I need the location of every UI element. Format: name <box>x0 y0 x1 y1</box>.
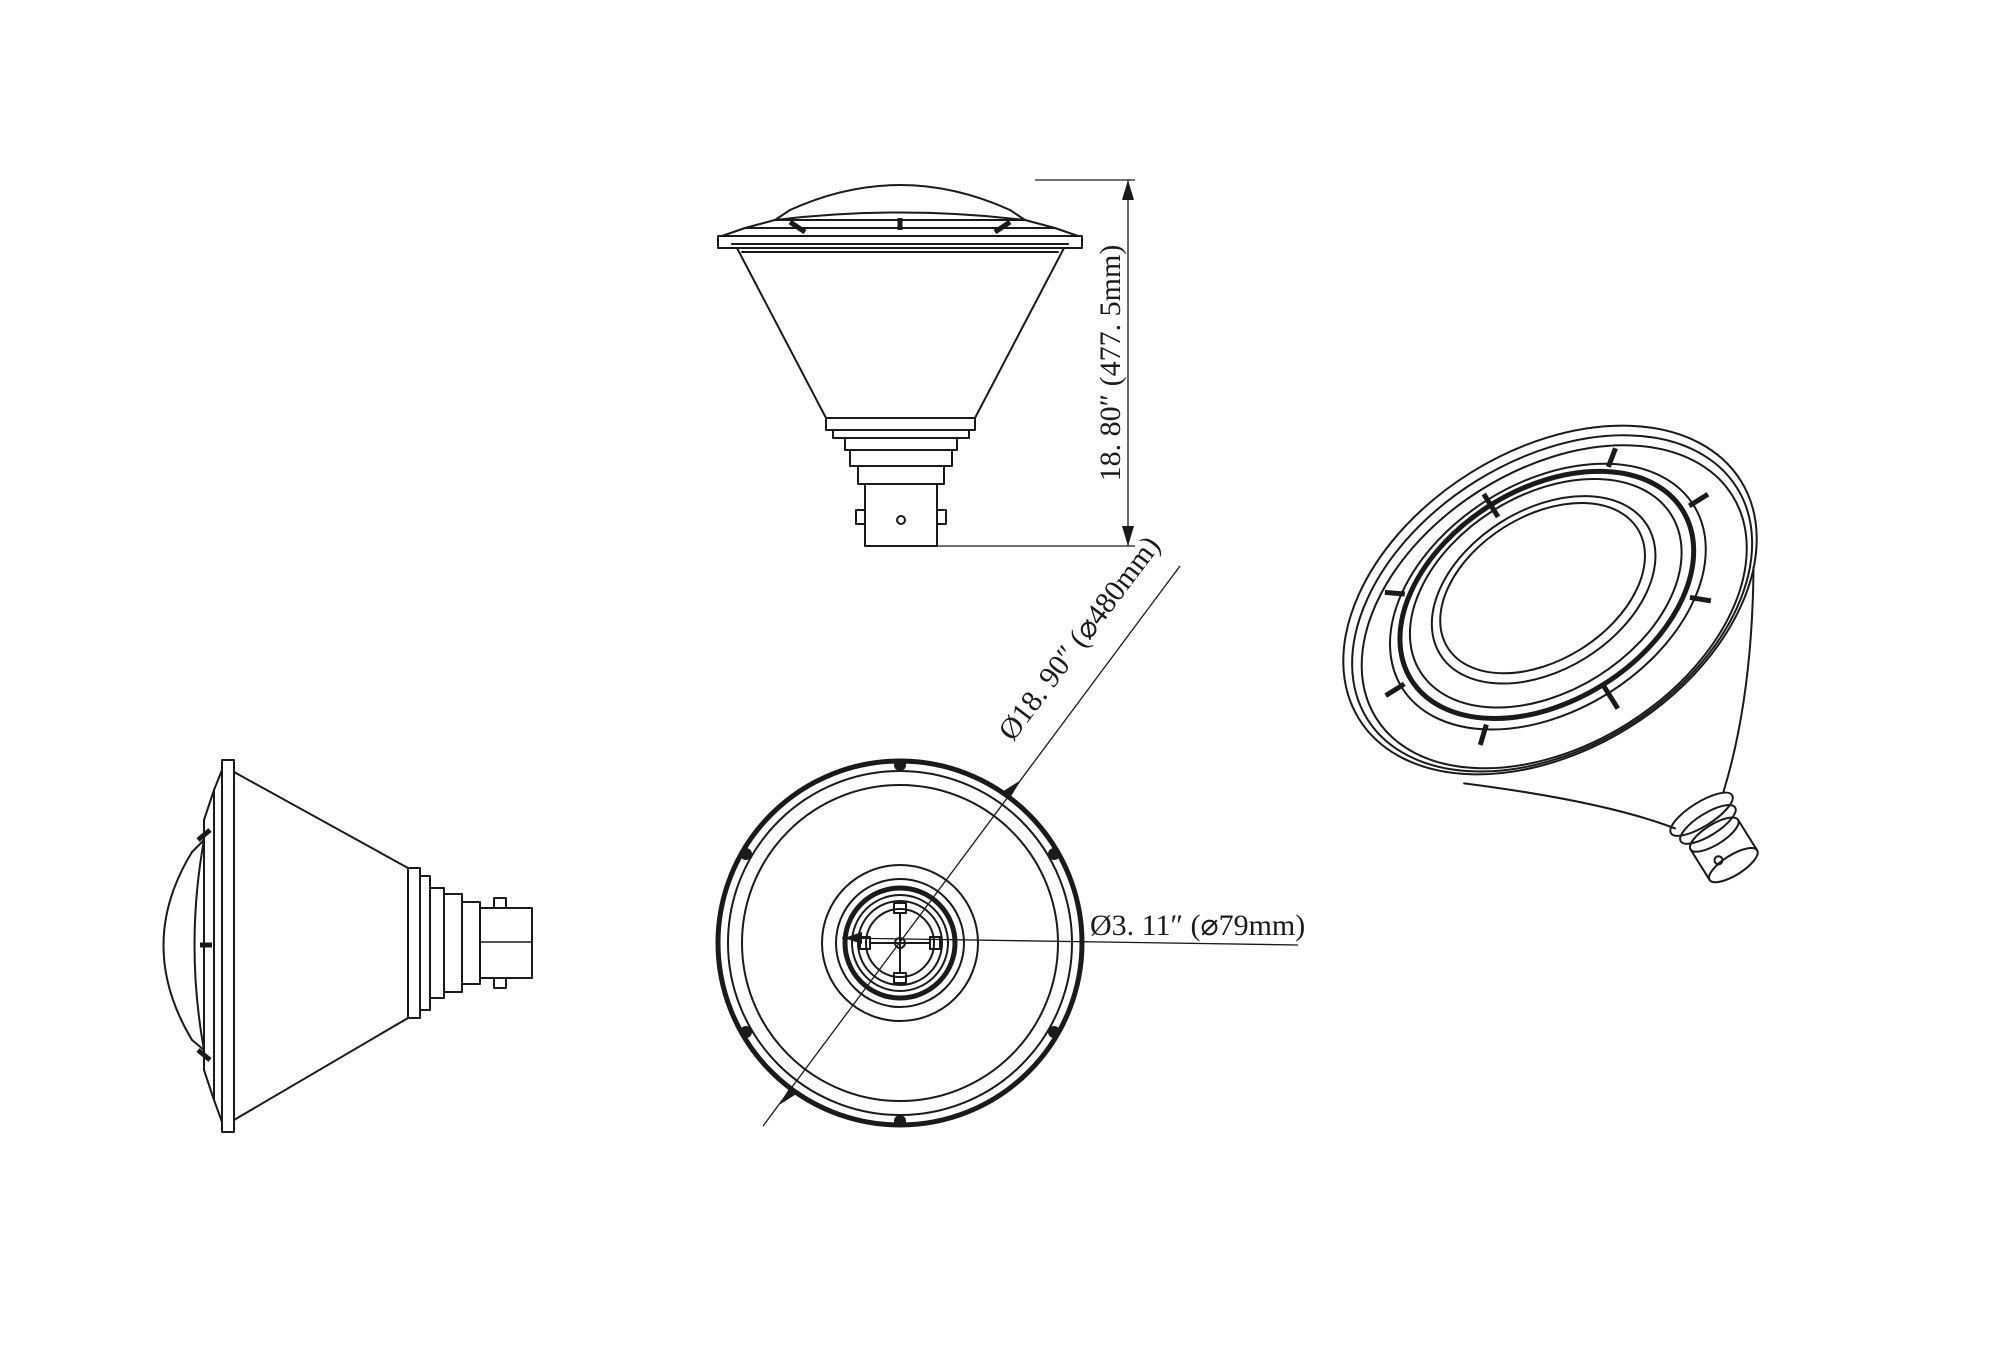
side-view <box>162 759 533 1133</box>
perspective-view <box>1342 424 1759 884</box>
height-dimension: 18. 80″ (477. 5mm) <box>937 179 1135 547</box>
inner-diameter-dimension: Ø3. 11″ (⌀79mm) <box>841 909 1305 946</box>
outer-diameter-dimension: Ø18. 90″ (⌀480mm) <box>762 530 1181 1127</box>
bottom-view <box>715 758 1085 1128</box>
inner-diameter-label: Ø3. 11″ (⌀79mm) <box>1090 909 1305 942</box>
height-label: 18. 80″ (477. 5mm) <box>1094 245 1127 482</box>
front-view <box>717 184 1083 547</box>
outer-diameter-label: Ø18. 90″ (⌀480mm) <box>992 530 1167 747</box>
